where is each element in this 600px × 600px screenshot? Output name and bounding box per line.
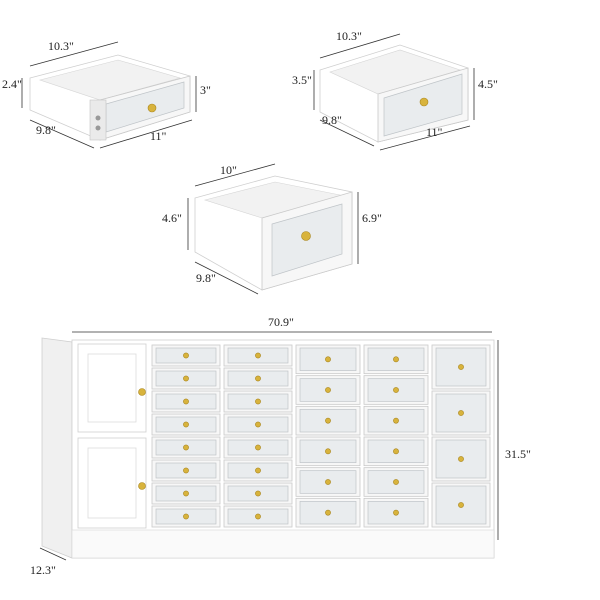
drawer-knob-icon <box>325 509 331 516</box>
cabinet-depth-label: 12.3" <box>30 563 56 577</box>
medium-width-label: 10.3" <box>336 29 362 43</box>
medium-back-height-label: 3.5" <box>292 73 312 87</box>
large-width-label: 10" <box>220 163 237 177</box>
drawer-knob-icon <box>183 375 189 382</box>
drawer-knob-icon <box>393 387 399 393</box>
drawer-knob-icon <box>183 513 189 520</box>
drawer-knob-icon <box>255 375 261 382</box>
drawer-knob-icon <box>325 417 331 424</box>
medium-front-width-label: 11" <box>426 125 443 139</box>
drawer-knob-icon <box>325 448 331 455</box>
drawer-knob-icon <box>393 509 399 516</box>
drawer-knob-icon <box>183 444 189 451</box>
drawer-knob-icon <box>255 490 261 497</box>
large-depth-label: 9.8" <box>196 271 216 285</box>
drawer-knob-icon <box>183 352 189 359</box>
medium-front-height-label: 4.5" <box>478 77 498 91</box>
cabinet-width-label: 70.9" <box>268 315 294 329</box>
small-front-width-label: 11" <box>150 129 167 143</box>
drawer-knob-icon <box>147 103 157 113</box>
drawer-medium: 10.3" 3.5" 4.5" 9.8" 11" <box>292 29 498 151</box>
small-depth-label: 9.8" <box>36 123 56 137</box>
drawer-knob-icon <box>325 356 331 363</box>
drawer-knob-icon <box>325 387 331 393</box>
drawer-large: 10" 4.6" 6.9" 9.8" <box>162 163 382 295</box>
drawer-knob-icon <box>393 448 399 455</box>
large-back-height-label: 4.6" <box>162 211 182 225</box>
drawer-knob-icon <box>393 479 399 485</box>
drawer-knob-icon <box>255 398 261 405</box>
small-back-height-label: 2.4" <box>2 77 22 91</box>
upper-door <box>77 343 147 433</box>
drawer-knob-icon <box>255 352 261 359</box>
drawer-knob-icon <box>458 364 464 370</box>
drawer-knob-icon <box>183 467 189 474</box>
drawer-knob-icon <box>183 398 189 405</box>
drawer-knob-icon <box>183 421 189 428</box>
door-knob-icon <box>138 482 146 490</box>
large-front-height-label: 6.9" <box>362 211 382 225</box>
drawer-knob-icon <box>255 513 261 520</box>
cabinet: 70.9" 31.5" 12.3" <box>30 315 531 577</box>
door-knob-icon <box>138 388 146 396</box>
drawer-small: 10.3" 2.4" 3" 9.8" 11" <box>2 39 211 149</box>
drawer-knob-icon <box>393 356 399 363</box>
medium-depth-label: 9.8" <box>322 113 342 127</box>
lower-door <box>77 437 147 529</box>
small-front-height-label: 3" <box>200 83 211 97</box>
drawer-knob-icon <box>458 456 464 462</box>
drawer-knob-icon <box>255 444 261 451</box>
drawer-knob-icon <box>458 502 464 508</box>
drawer-knob-icon <box>301 231 311 241</box>
drawer-knob-icon <box>183 490 189 497</box>
drawer-knob-icon <box>419 97 429 107</box>
drawer-knob-icon <box>393 417 399 424</box>
drawer-knob-icon <box>255 467 261 474</box>
drawer-knob-icon <box>458 410 464 416</box>
drawer-knob-icon <box>255 421 261 428</box>
drawer-columns <box>151 344 491 528</box>
drawer-knob-icon <box>325 479 331 485</box>
cabinet-height-label: 31.5" <box>505 447 531 461</box>
small-width-label: 10.3" <box>48 39 74 53</box>
